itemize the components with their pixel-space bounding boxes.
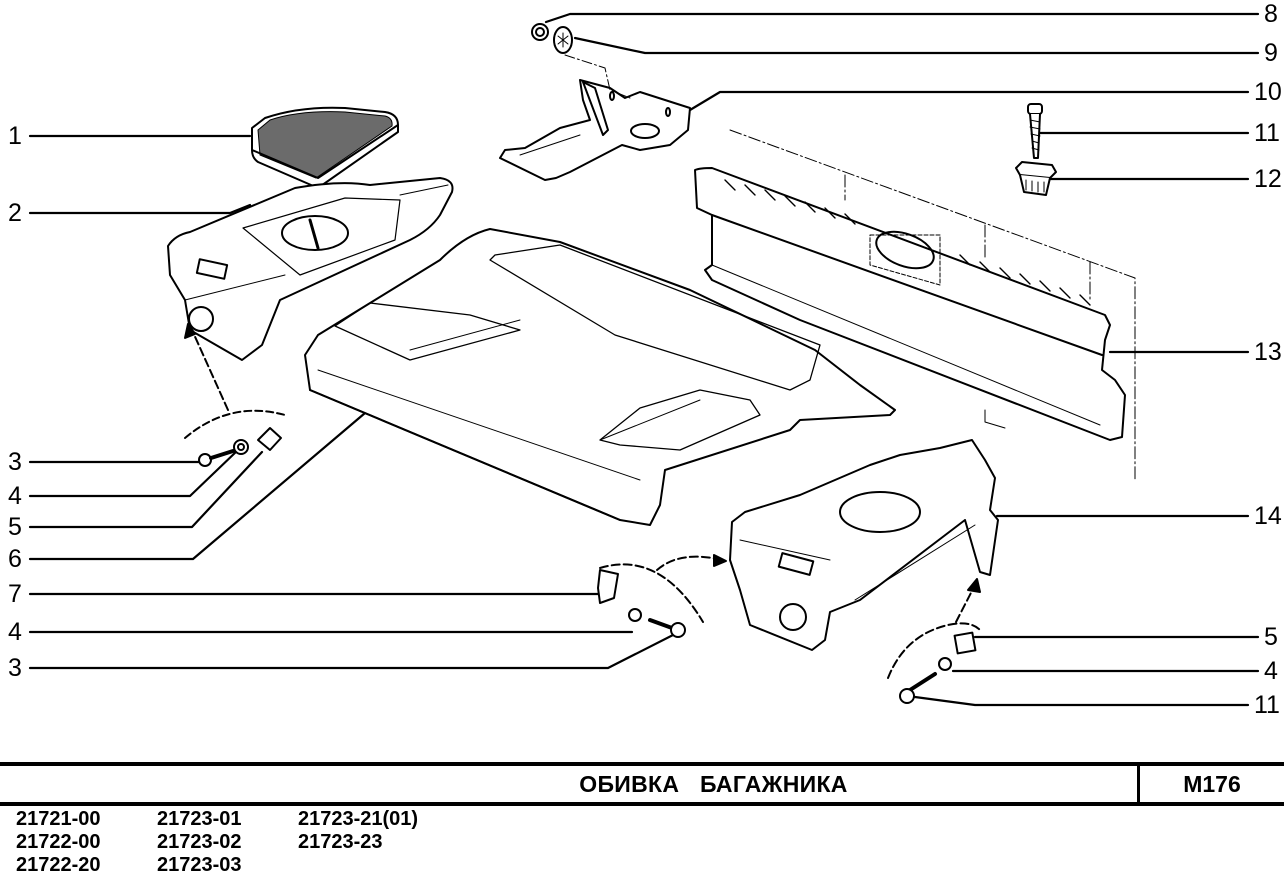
model-code: 21722-20 [16,854,101,876]
fasteners-center [597,554,727,638]
callout-14: 14 [1254,502,1282,530]
leader-line-2 [28,203,252,215]
fasteners-left [184,323,286,467]
callout-11: 11 [1254,119,1280,147]
part-speaker-grille [251,106,399,189]
callout-1: 1 [8,122,22,150]
callout-5: 5 [8,513,22,541]
model-code: 21723-02 [157,831,242,853]
callout-7: 7 [8,580,22,608]
leader-line-3b [28,632,677,670]
model-code: 21723-03 [157,854,242,876]
model-code: 21723-01 [157,808,242,830]
callout-5r: 5 [1264,623,1278,651]
sheet-code: M176 [1137,766,1284,802]
callout-4: 4 [8,482,22,510]
callout-3b: 3 [8,654,22,682]
callout-4b: 4 [8,618,22,646]
model-code: 21723-23 [298,831,383,853]
part-rear-shelf [304,228,896,526]
model-code: 21723-21(01) [298,808,419,830]
callout-3: 3 [8,448,22,476]
callout-2: 2 [8,199,22,227]
callout-12: 12 [1254,165,1282,193]
model-code: 21721-00 [16,808,101,830]
part-screw-11 [1027,103,1043,159]
leader-lines-right [544,12,1260,707]
callout-6: 6 [8,545,22,573]
part-left-side-trim [167,177,454,361]
leader-line-4 [28,448,240,498]
leader-line-11r [913,695,1250,707]
callout-10: 10 [1254,78,1282,106]
part-lock-washer-9 [553,26,573,54]
leader-line-10 [688,90,1250,112]
model-code [298,854,458,877]
leader-line-5 [28,450,264,529]
leader-line-6 [28,400,380,561]
part-rear-panel-trim [694,129,1136,481]
diagram-title: ОБИВКА БАГАЖНИКА [579,770,848,797]
part-clip-12 [1015,161,1057,196]
part-support-bracket [499,79,691,181]
callout-4r: 4 [1264,657,1278,685]
exploded-parts-drawing [28,12,1260,707]
fasteners-right [887,578,981,704]
callout-9: 9 [1264,39,1278,67]
model-code: 21722-00 [16,831,101,853]
title-block: ОБИВКА БАГАЖНИКА M176 [0,762,1284,806]
model-list: 21721-00 21723-01 21723-21(01) 21722-00 … [16,808,458,877]
assembly-line-bracket [564,54,631,99]
part-right-side-trim [729,439,999,651]
callout-8: 8 [1264,0,1278,28]
leader-line-8 [544,12,1260,24]
leader-line-9 [573,36,1260,55]
callout-11r: 11 [1254,691,1280,719]
callout-13: 13 [1254,338,1282,366]
part-nut-8 [531,23,549,41]
leader-lines-left [28,134,677,670]
